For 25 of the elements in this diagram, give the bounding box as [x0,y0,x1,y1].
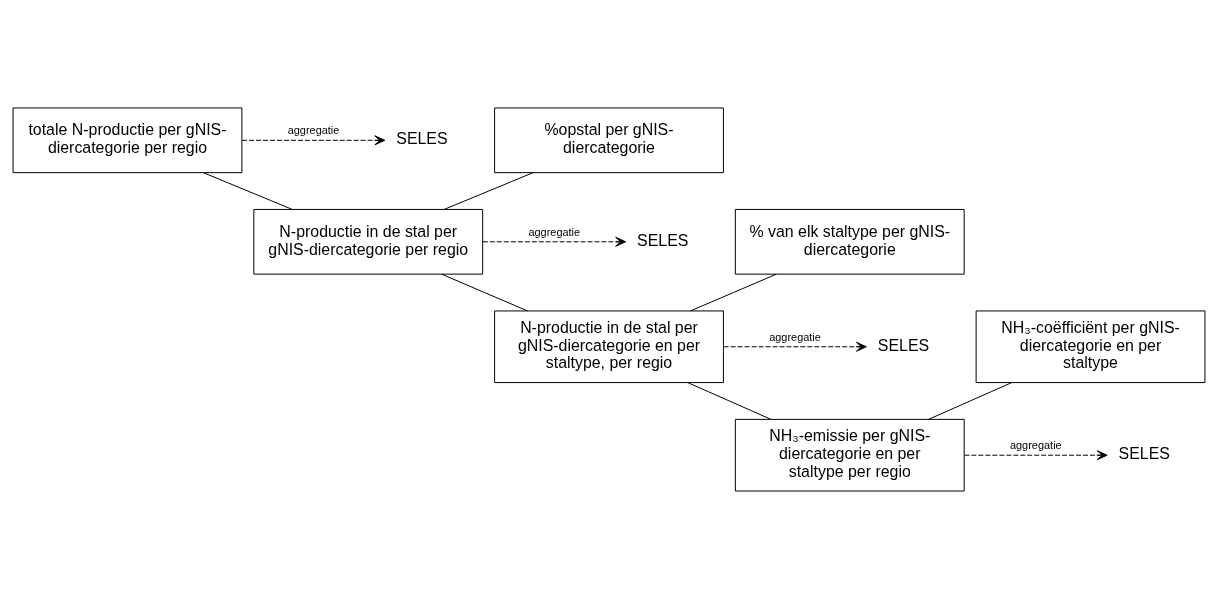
edge-label: aggregatie [1009,439,1062,452]
edge-label: aggregatie [769,330,821,343]
arrow [482,236,627,247]
node-box: %opstal per gNIS-diercategorie [494,107,724,174]
edge-label: aggregatie [287,124,340,137]
node-box: totale N-productie per gNIS-diercategorie per regio [12,107,243,174]
connector [690,273,777,312]
node-text: SELES [396,130,448,148]
connector [202,172,293,210]
node-box: N-productie in de stal per gNIS-diercategorie en per staltype, per regio [494,310,724,384]
node-box: NH₃-emissie per gNIS-diercategorie en per staltype per regio [734,418,965,492]
node-text: SELES [877,336,930,354]
arrow [963,450,1108,461]
node-box: % van elk staltype per gNIS-diercategorie [734,208,965,275]
arrow [723,341,867,352]
connector [687,382,772,420]
edge-label: aggregatie [528,225,581,238]
node-text: SELES [1118,444,1170,462]
node-box: N-productie in de stal per gNIS-diercategorie per regio [253,208,484,275]
node-text: SELES [637,231,689,249]
connector [441,273,528,312]
node-box: NH₃-coëfficiënt per gNIS-diercategorie en per staltype [975,310,1206,384]
arrow [241,135,386,146]
connector [928,382,1013,420]
connector [443,172,534,210]
